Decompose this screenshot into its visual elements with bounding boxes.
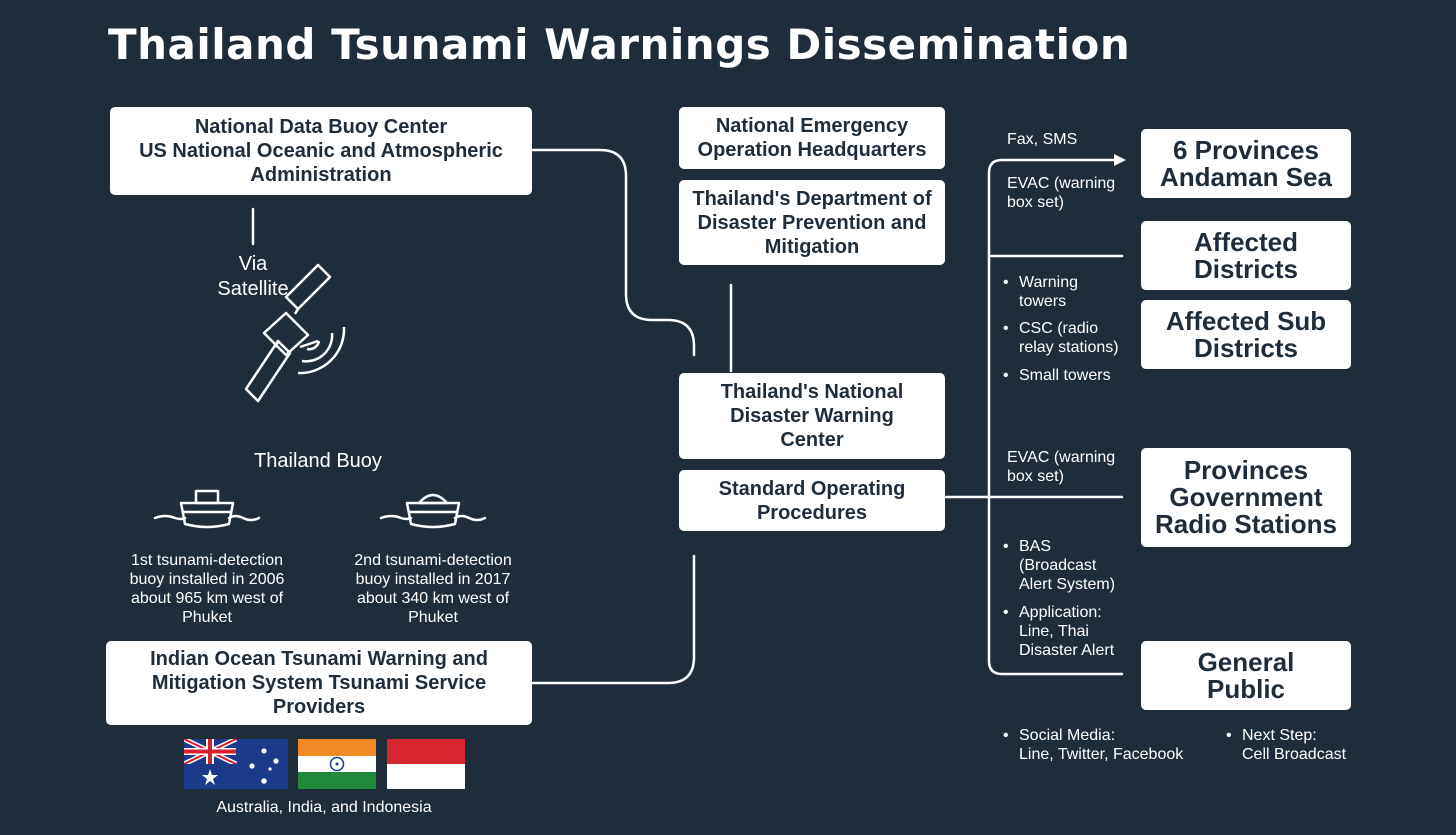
iotws-box: Indian Ocean Tsunami Warning and Mitigat… [106,641,532,725]
provinces-radio-box: Provinces Government Radio Stations [1141,448,1351,547]
channel-bullet-application: Application: Line, Thai Disaster Alert [1003,603,1114,660]
satellite-icon [244,263,346,403]
australia-flag-icon [184,739,288,789]
channel-bullet-csc: CSC (radio relay stations) [1003,319,1119,357]
channel-bullet-bas: BAS (Broadcast Alert System) [1003,537,1115,594]
channel-bullet-warning-towers: Warning towers [1003,273,1078,311]
evac-label: EVAC (warning box set) [1007,175,1116,211]
buoy1-caption: 1st tsunami-detection buoy installed in … [129,552,285,626]
thailand-buoy-label: Thailand Buoy [254,450,382,472]
via-satellite-label: Via Satellite [217,253,289,300]
affected-sub-districts-box: Affected Sub Districts [1141,300,1351,369]
buoy-icon [153,489,261,529]
buoy2-caption: 2nd tsunami-detection buoy installed in … [354,552,512,626]
flags-caption: Australia, India, and Indonesia [216,799,432,816]
indonesia-flag-icon [387,739,465,789]
general-public-box: General Public [1141,641,1351,710]
page-title: Thailand Tsunami Warnings Dissemination [108,20,1131,69]
ddpm-box: Thailand's Department of Disaster Preven… [679,180,945,265]
affected-districts-box: Affected Districts [1141,221,1351,290]
neoh-box: National Emergency Operation Headquarter… [679,107,945,169]
ndwc-box: Thailand's National Disaster Warning Cen… [679,373,945,459]
sop-box: Standard Operating Procedures [679,470,945,531]
channel-bullet-social-media: Social Media: Line, Twitter, Facebook [1003,726,1183,764]
ndbc-box: National Data Buoy Center US National Oc… [110,107,532,195]
channel-bullet-small-towers: Small towers [1003,366,1111,385]
buoy-icon [379,493,487,529]
evac-label: EVAC (warning box set) [1007,449,1116,485]
fax-sms-label: Fax, SMS [1007,131,1078,148]
channel-bullet-next-step: Next Step: Cell Broadcast [1226,726,1346,764]
provinces-andaman-box: 6 Provinces Andaman Sea [1141,129,1351,198]
india-flag-icon [298,739,376,789]
